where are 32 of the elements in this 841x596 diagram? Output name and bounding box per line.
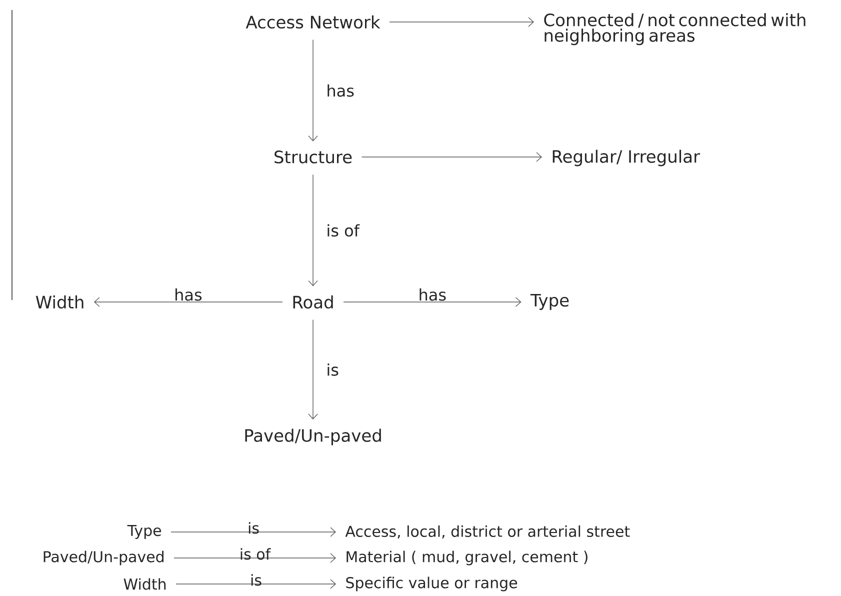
node-label: Width: [124, 578, 166, 590]
node-label: Type: [530, 294, 569, 310]
node-label: Connected / not connected with neighboring areas: [544, 13, 806, 46]
edge-label: has: [328, 84, 354, 97]
edge-label: is of: [240, 548, 271, 560]
arrow: [308, 174, 318, 286]
edge-label: is: [251, 574, 262, 586]
arrow: [174, 553, 336, 563]
node-label: Type: [127, 524, 162, 540]
node-label: Specific value or range: [346, 576, 518, 592]
node-label: Material ( mud, gravel, cement ): [346, 550, 588, 566]
node-label: Road: [293, 295, 333, 309]
node-label: Paved/Un-paved: [245, 428, 381, 446]
arrow: [308, 319, 318, 420]
arrow: [94, 297, 283, 307]
arrow: [308, 39, 318, 142]
node-label: Width: [36, 295, 84, 309]
node-label: Access Network: [246, 15, 380, 29]
edge-label: has: [420, 288, 446, 301]
node-label: Paved/Un-paved: [44, 550, 164, 566]
arrow: [389, 17, 534, 27]
arrow: [343, 297, 522, 307]
node-label: Access, local, district or arterial street: [345, 525, 630, 539]
arrow: [170, 527, 336, 537]
arrow: [176, 579, 336, 589]
arrow: [361, 152, 542, 162]
edge-label: is of: [328, 224, 360, 237]
edge-label: has: [176, 288, 202, 301]
node-label: Regular/ Irregular: [552, 150, 700, 166]
node-label: Structure: [274, 150, 352, 164]
edge-label: is: [328, 363, 338, 376]
edge-label: is: [248, 522, 259, 534]
